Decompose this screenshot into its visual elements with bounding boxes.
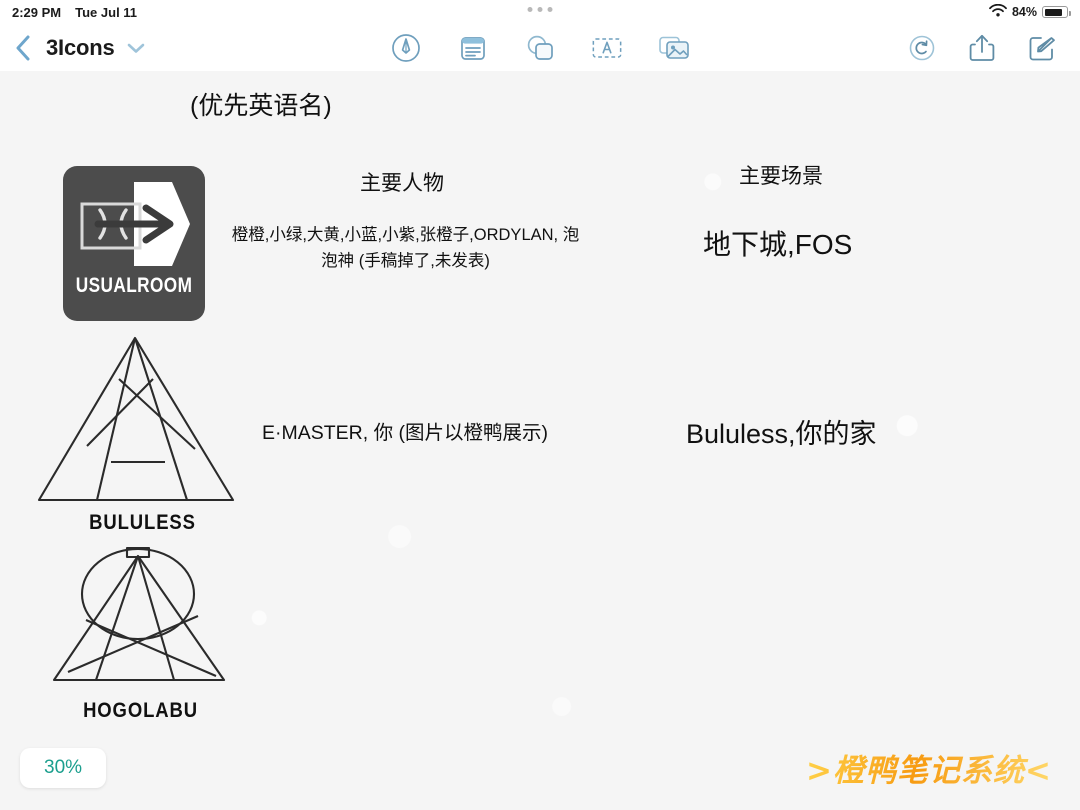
battery-icon	[1042, 6, 1072, 18]
toolbar-left: 3Icons	[0, 35, 147, 61]
cell-scene-row1: 地下城,FOS	[703, 229, 853, 260]
three-dots-handle[interactable]	[527, 7, 553, 12]
bululess-icon[interactable]: BULULESS	[35, 334, 250, 539]
zoom-level-indicator[interactable]: 30%	[20, 748, 107, 788]
hogolabu-label: HOGOLABU	[83, 699, 198, 722]
undo-circle-icon[interactable]	[906, 32, 938, 64]
toolbar-center-tools	[390, 32, 690, 64]
dot	[547, 7, 553, 12]
cell-scene-row2: Bululess,你的家	[686, 419, 877, 449]
status-bar-left: 2:29 PM Tue Jul 11	[12, 5, 137, 20]
toolbar-right-tools	[906, 32, 1080, 64]
hogolabu-glyph	[52, 546, 226, 682]
wifi-icon	[989, 3, 1007, 20]
note-card-icon[interactable]	[457, 32, 489, 64]
column-header-scene: 主要场景	[739, 165, 823, 188]
brand-watermark: >橙鸭笔记系统<	[806, 745, 1052, 790]
status-date: Tue Jul 11	[75, 4, 138, 20]
bululess-label: BULULESS	[89, 511, 196, 534]
share-up-arrow-icon[interactable]	[966, 32, 998, 64]
photo-stack-icon[interactable]	[658, 32, 690, 64]
note-header-text: (优先英语名)	[190, 92, 332, 120]
text-in-frame-icon[interactable]	[591, 32, 623, 64]
status-time: 2:29 PM	[12, 4, 62, 20]
overlapping-shapes-icon[interactable]	[524, 32, 556, 64]
cell-people-row1: 橙橙,小绿,大黄,小蓝,小紫,张橙子,ORDYLAN, 泡泡神 (手稿掉了,未发…	[231, 226, 580, 270]
page-title: 3Icons	[46, 34, 115, 60]
usualroom-glyph	[80, 182, 190, 266]
usualroom-icon[interactable]: USUALROOM	[63, 166, 205, 321]
cell-people-row2: E·MASTER, 你 (图片以橙鸭展示)	[262, 422, 548, 444]
battery-percent: 84%	[1011, 5, 1037, 19]
pencil-in-square-icon[interactable]	[1026, 32, 1058, 64]
column-header-people: 主要人物	[360, 172, 444, 195]
hogolabu-icon[interactable]: HOGOLABU	[48, 546, 233, 726]
pen-in-circle-icon[interactable]	[390, 32, 422, 64]
bululess-glyph	[37, 336, 235, 502]
status-bar-right: 84%	[989, 3, 1072, 20]
dot	[527, 7, 533, 12]
app-toolbar: 3Icons	[0, 24, 1080, 71]
note-canvas[interactable]: (优先英语名) 主要人物 主要场景 USUALROOM 橙橙,小绿,大黄,小蓝,…	[0, 71, 1080, 810]
dot	[537, 7, 543, 12]
status-bar: 2:29 PM Tue Jul 11 84%	[0, 0, 1080, 24]
chevron-left-icon[interactable]	[10, 35, 36, 61]
usualroom-label: USUALROOM	[75, 274, 193, 297]
chevron-down-icon[interactable]	[125, 37, 147, 59]
